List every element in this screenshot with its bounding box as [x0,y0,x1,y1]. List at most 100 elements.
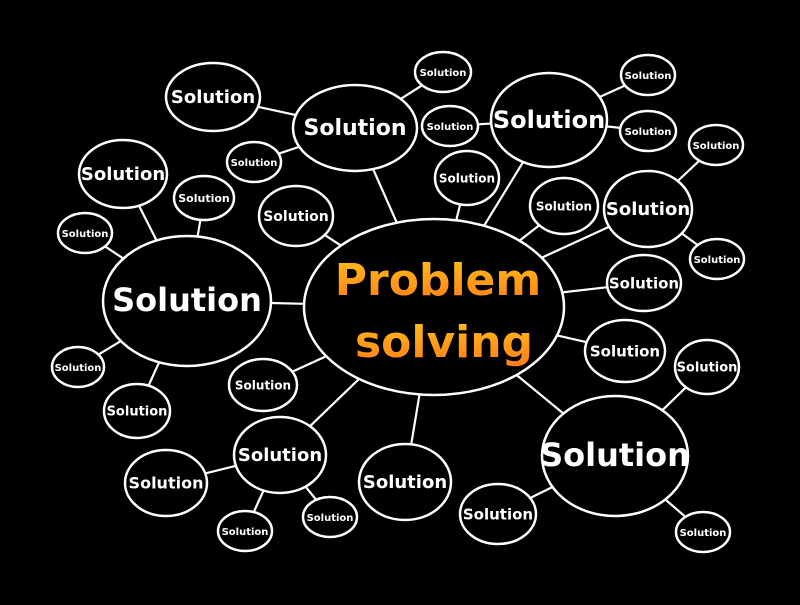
solution-node-ellipse [77,138,169,210]
solution-node-ellipse [605,253,683,313]
solution-node: Solution [172,174,236,222]
solution-node-ellipse [673,338,741,396]
connector-line [540,225,611,259]
solution-node-label: Solution [231,158,278,169]
solution-node-ellipse [216,509,274,553]
solution-node: Solution [420,104,480,148]
connector-line [304,485,318,501]
solution-node-ellipse [172,174,236,222]
solution-node: Solution [540,394,690,518]
solution-node-ellipse [123,448,209,518]
solution-node-label: Solution [493,106,605,134]
connector-line [277,145,301,155]
solution-node-label: Solution [55,363,102,374]
solution-node-label: Solution [590,343,660,361]
connector-line [97,340,122,356]
solution-node-ellipse [433,149,501,207]
solution-node: Solution [489,71,609,169]
connector-line [252,489,265,514]
connector-line [515,373,565,415]
solution-node-ellipse [458,482,538,546]
connector-line [410,393,421,446]
solution-node: Solution [602,169,694,249]
solution-node-label: Solution [307,513,354,524]
central-topic-line-2: solving [355,317,533,368]
connector-line [676,159,701,183]
solution-node: Solution [225,140,283,184]
connector-line [664,498,687,518]
connector-line [455,203,462,222]
connector-line [196,218,202,238]
connector-line [482,161,525,227]
connector-line [476,122,493,126]
solution-node: Solution [50,345,106,389]
solution-node-label: Solution [439,172,495,186]
solution-node: Solution [674,510,732,554]
solution-node: Solution [164,61,262,133]
solution-node: Solution [56,211,114,255]
solution-node-ellipse [357,442,453,522]
solution-node-label: Solution [625,127,672,138]
solution-node: Solution [413,50,473,94]
solution-node: Solution [357,442,453,522]
solution-node-ellipse [101,234,273,368]
solution-node-label: Solution [304,116,407,141]
solution-node-label: Solution [606,199,690,220]
solution-node-label: Solution [107,405,168,420]
connector-line [291,355,328,373]
central-topic: Problem solving [302,217,566,397]
central-topic-ellipse [302,217,566,397]
solution-node-ellipse [674,510,732,554]
connector-line [147,361,161,387]
solution-node-ellipse [540,394,690,518]
solution-node: Solution [227,357,299,413]
solution-node-label: Solution [693,141,740,152]
solution-node-label: Solution [238,445,322,466]
solution-node-label: Solution [680,528,727,539]
solution-node: Solution [101,234,273,368]
connector-line [323,233,342,247]
solution-node: Solution [232,415,328,495]
solution-node-ellipse [619,53,677,97]
solution-node-ellipse [420,104,480,148]
solution-node: Solution [123,448,209,518]
solution-node-label: Solution [427,122,474,133]
connector-line [204,464,237,475]
solution-node: Solution [619,53,677,97]
solution-node: Solution [257,184,335,248]
connector-line [661,386,688,412]
solution-node: Solution [687,123,745,167]
solution-node-ellipse [232,415,328,495]
solution-node: Solution [605,253,683,313]
solution-node-label: Solution [222,527,269,538]
connector-line [598,84,627,99]
connector-line [103,245,125,260]
solution-node-ellipse [528,176,600,236]
solution-node: Solution [583,318,667,384]
solution-node-label: Solution [363,472,447,493]
solution-node-ellipse [489,71,609,169]
connector-line [269,301,306,305]
solution-node-label: Solution [178,192,230,205]
solution-node-ellipse [583,318,667,384]
connector-line [518,224,541,242]
solution-node: Solution [216,509,274,553]
solution-node: Solution [688,237,746,281]
solution-node-ellipse [688,237,746,281]
solution-node: Solution [528,176,600,236]
solution-node-ellipse [50,345,106,389]
solution-node-ellipse [56,211,114,255]
solution-node-ellipse [227,357,299,413]
connector-line [605,125,622,130]
solution-node: Solution [433,149,501,207]
solution-node: Solution [673,338,741,396]
solution-node-label: Solution [171,87,255,108]
solution-node: Solution [77,138,169,210]
solution-node: Solution [301,495,359,539]
solution-node-label: Solution [129,474,204,493]
solution-node-label: Solution [609,275,679,293]
solution-node-label: Solution [625,71,672,82]
solution-node-ellipse [164,61,262,133]
